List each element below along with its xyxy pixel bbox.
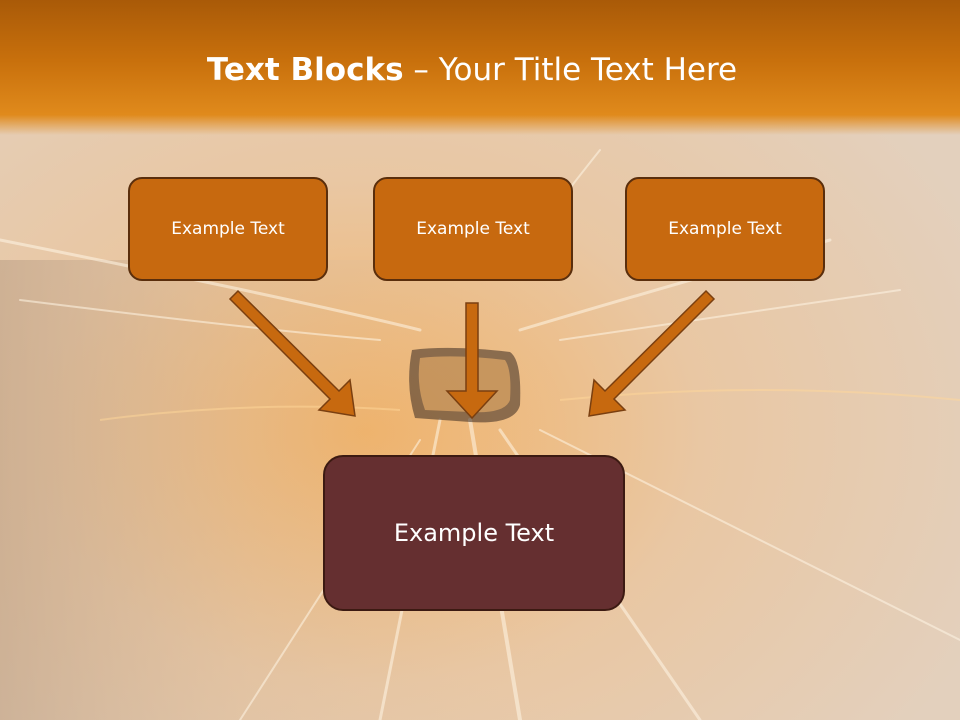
arrow-down-right-icon [228, 289, 356, 417]
slide-title: Text Blocks – Your Title Text Here [0, 52, 944, 88]
text-block-2[interactable]: Example Text [373, 177, 573, 281]
text-block-1[interactable]: Example Text [128, 177, 328, 281]
text-block-main[interactable]: Example Text [323, 455, 625, 611]
arrow-down-left-icon [588, 289, 716, 417]
title-rest: – Your Title Text Here [403, 52, 738, 88]
arrow-down-icon [445, 302, 499, 420]
text-block-3[interactable]: Example Text [625, 177, 825, 281]
title-bold: Text Blocks [206, 52, 404, 88]
title-bar [0, 0, 960, 135]
